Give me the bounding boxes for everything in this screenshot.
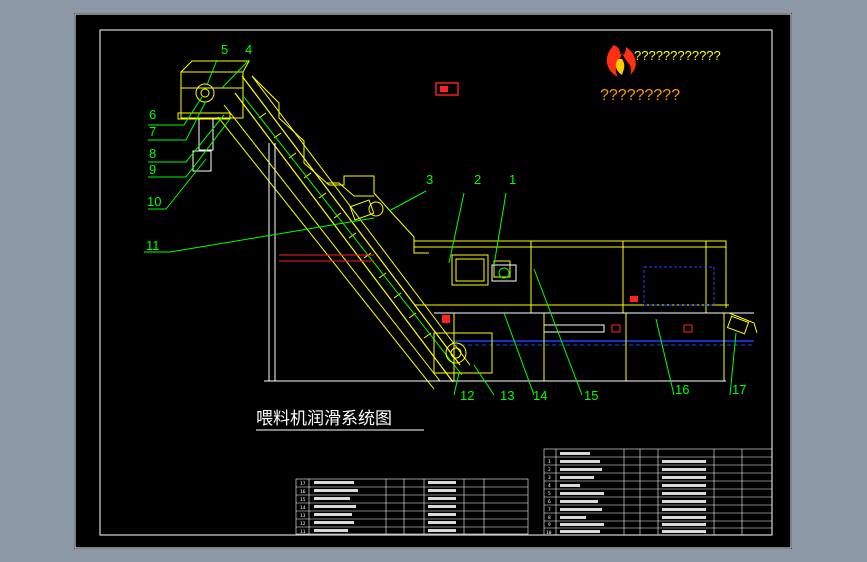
callout-8: 8 xyxy=(149,146,156,161)
callout-5: 5 xyxy=(221,42,228,57)
gearbox xyxy=(451,254,489,286)
drawing-sheet: 5 4 6 7 8 9 10 11 3 2 1 12 13 14 15 16 1… xyxy=(74,13,792,549)
callout-labels: 5 4 6 7 8 9 10 11 3 2 1 12 13 14 15 16 1… xyxy=(146,42,746,403)
bom-right-row-6: 6 xyxy=(548,499,551,505)
bom-left-row-14: 14 xyxy=(300,505,306,511)
inner-frame xyxy=(99,29,773,536)
callout-16: 16 xyxy=(675,382,689,397)
callout-12: 12 xyxy=(460,388,474,403)
bom-left-numbers: 17 16 15 14 13 12 11 xyxy=(300,481,306,535)
callout-3: 3 xyxy=(426,172,433,187)
bom-right-row-7: 7 xyxy=(548,507,551,513)
bom-right-numbers: 1 2 3 4 5 6 7 8 9 10 xyxy=(546,459,552,536)
company-logo xyxy=(606,45,636,77)
callout-6: 6 xyxy=(149,107,156,122)
bom-right-row-9: 9 xyxy=(548,522,551,528)
bom-left-text-marks xyxy=(314,481,456,532)
bom-table-left xyxy=(295,478,529,535)
callout-15: 15 xyxy=(584,388,598,403)
company-name-line1: ???????????? xyxy=(634,48,721,63)
callout-leaders xyxy=(144,59,737,396)
callout-11: 11 xyxy=(146,238,160,253)
callout-1: 1 xyxy=(509,172,516,187)
bom-left-row-15: 15 xyxy=(300,497,306,503)
bom-left-row-13: 13 xyxy=(300,513,306,519)
outer-frame xyxy=(74,13,792,549)
head-housing xyxy=(180,71,244,119)
bom-right-row-8: 8 xyxy=(548,515,551,521)
callout-7: 7 xyxy=(149,124,156,139)
annotation-marker xyxy=(435,82,459,96)
bom-right-row-10: 10 xyxy=(546,530,552,536)
callout-9: 9 xyxy=(149,162,156,177)
drawing-canvas: 5 4 6 7 8 9 10 11 3 2 1 12 13 14 15 16 1… xyxy=(74,13,792,549)
bom-left-row-12: 12 xyxy=(300,521,306,527)
callout-17: 17 xyxy=(732,382,746,397)
bom-right-row-1: 1 xyxy=(548,459,551,465)
feeder-machine xyxy=(177,60,758,390)
drawing-title: 喂料机润滑系统图 xyxy=(256,409,392,429)
callout-13: 13 xyxy=(500,388,514,403)
bom-left-row-16: 16 xyxy=(300,489,306,495)
bom-right-row-4: 4 xyxy=(548,483,551,489)
bom-table-right xyxy=(543,448,773,536)
bom-left-row-11: 11 xyxy=(300,529,306,535)
bom-right-row-5: 5 xyxy=(548,491,551,497)
company-name-line2: ????????? xyxy=(600,87,680,104)
callout-2: 2 xyxy=(474,172,481,187)
bom-right-row-2: 2 xyxy=(548,467,551,473)
callout-4: 4 xyxy=(245,42,252,57)
bom-left-row-17: 17 xyxy=(300,481,306,487)
bom-right-row-3: 3 xyxy=(548,475,551,481)
callout-14: 14 xyxy=(533,388,547,403)
bom-right-text-marks xyxy=(560,452,706,533)
callout-10: 10 xyxy=(147,194,161,209)
